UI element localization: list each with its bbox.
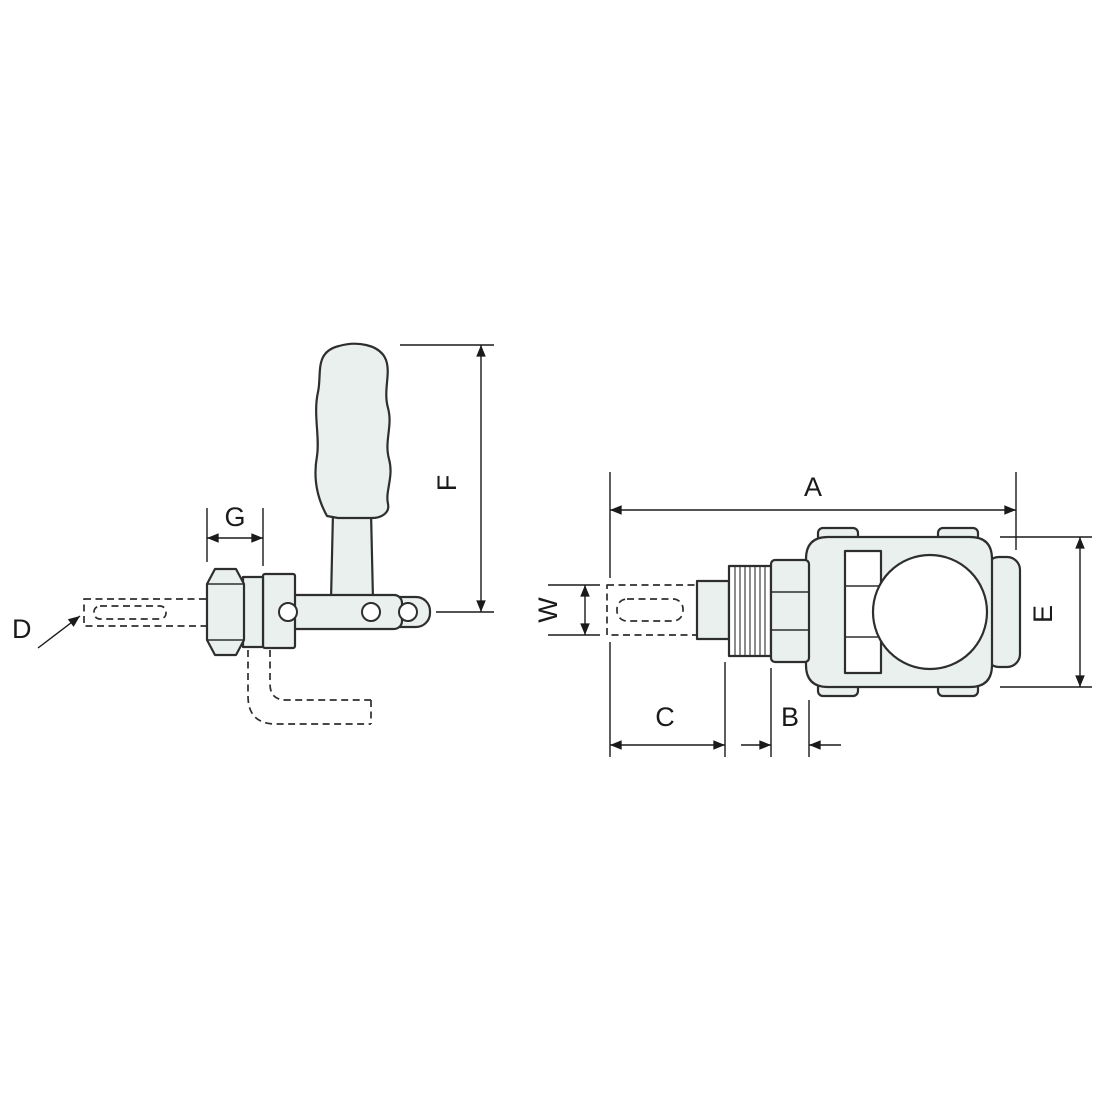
dim-label-c: C [655, 702, 675, 732]
dim-label-b: B [781, 702, 799, 732]
leader-d: D [12, 614, 81, 649]
handle-grip [314, 342, 392, 520]
hex-nut-top [769, 558, 811, 664]
hex-nut-top-body [769, 558, 811, 664]
dim-label-a: A [804, 472, 822, 502]
dimension-e: E [1000, 536, 1092, 688]
dimension-f: F [400, 344, 494, 613]
spindle-hidden-outline [83, 598, 208, 627]
dimension-c: C [609, 642, 726, 757]
top-view: A W E C B [533, 472, 1092, 757]
spindle-slot-hidden-outline [93, 605, 167, 620]
rivet-hole-right [398, 602, 418, 622]
handle-stem [329, 510, 375, 602]
dim-label-d: D [12, 614, 32, 644]
pivot-hub-circle [871, 553, 989, 671]
dimension-a: A [609, 472, 1017, 578]
dim-label-e: E [1028, 605, 1058, 623]
threaded-section [727, 564, 773, 658]
bent-rod-hidden-outline [247, 650, 372, 725]
leader-d-line [37, 615, 81, 649]
spindle-top-slot-hidden-outline [616, 598, 684, 622]
dimension-w: W [533, 584, 600, 636]
rivet-hole-middle [361, 602, 381, 622]
hex-nut-body [205, 567, 246, 657]
rivet-hole-left [278, 602, 298, 622]
hex-nut-side [205, 567, 246, 657]
bent-rod-outer-edge [247, 650, 371, 725]
dim-label-g: G [224, 502, 245, 532]
spindle-collar [695, 579, 731, 641]
clamp-body [804, 526, 1022, 698]
dim-label-w: W [533, 597, 563, 623]
dimension-g: G [206, 502, 264, 566]
dimension-b: B [741, 668, 841, 757]
side-view: G F D [12, 342, 494, 725]
washer [241, 575, 265, 649]
thread-hatch [734, 566, 766, 656]
dim-label-f: F [432, 475, 462, 492]
bent-rod-inner-edge [269, 650, 371, 701]
